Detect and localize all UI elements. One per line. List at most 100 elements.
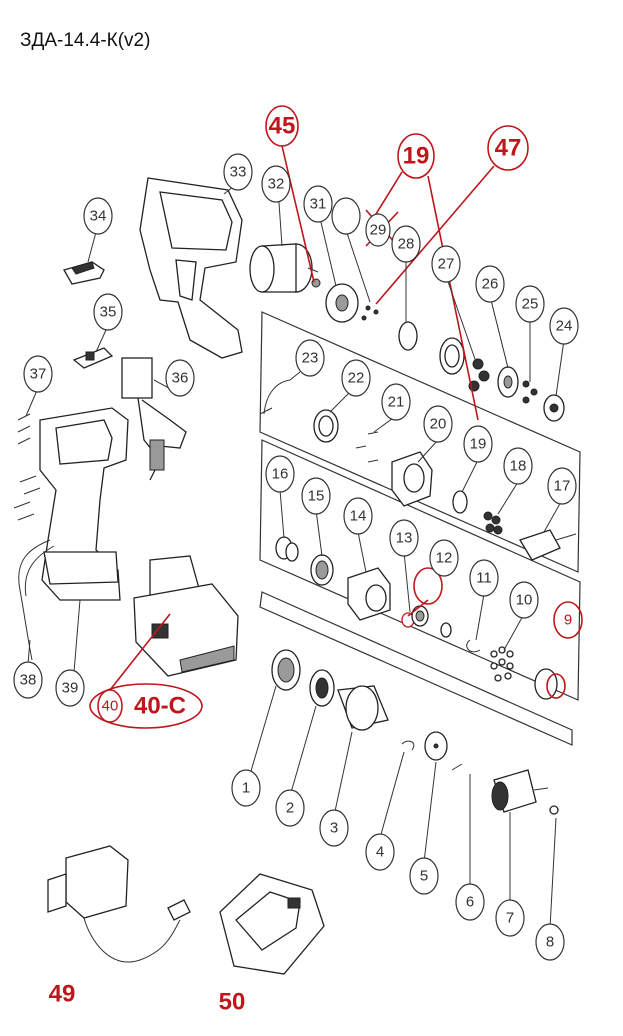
callout-23: 23 (302, 350, 319, 367)
motor-plate-drawing (325, 283, 359, 323)
callout-26: 26 (482, 276, 499, 293)
callout-21: 21 (388, 394, 405, 411)
motor-drawing (249, 243, 319, 293)
callout-20-bubble (423, 405, 453, 443)
callout-22: 22 (348, 370, 365, 387)
screws-drawing (13, 413, 41, 521)
spindle-drawing (519, 529, 577, 561)
page-title: ЗДА-14.4-К(v2) (20, 30, 151, 51)
callout-29-struck: 29 (370, 222, 387, 239)
chuck-screw-drawing (549, 805, 559, 815)
callout-31: 31 (310, 196, 327, 213)
spacer-ring-drawing (452, 490, 468, 514)
callout-38: 38 (20, 672, 37, 689)
callout-8-bubble (535, 923, 565, 961)
callout-14: 14 (350, 508, 367, 525)
callout-11: 11 (476, 570, 492, 587)
red-label-50: 50 (219, 989, 246, 1016)
callout-37: 37 (30, 366, 47, 383)
washer-drawing (398, 321, 418, 351)
callout-31-bubble (303, 185, 333, 223)
callout-28-bubble (391, 225, 421, 263)
switch-module-drawing (121, 357, 187, 481)
callout-17: 17 (554, 478, 571, 495)
callout-25: 25 (522, 296, 539, 313)
callout-34-bubble (83, 197, 113, 235)
callout-18: 18 (510, 458, 527, 475)
sun-gear-drawing (543, 394, 565, 422)
spring-ring-drawing (309, 669, 335, 707)
callout-28: 28 (398, 236, 415, 253)
callout-13: 13 (396, 530, 413, 547)
sleeve-drawing (275, 536, 299, 562)
ball-set-drawing (490, 646, 514, 682)
callout-22-bubble (341, 359, 371, 397)
callout-38-bubble (13, 661, 43, 699)
needle-rollers-drawing (483, 511, 503, 535)
callout-39-bubble (55, 669, 85, 707)
callout-35: 35 (100, 304, 117, 321)
callout-26-bubble (475, 265, 505, 303)
callout-5-bubble (409, 857, 439, 895)
bearing-drawing (411, 605, 429, 627)
callout-10: 10 (516, 592, 533, 609)
callout-36: 36 (172, 370, 189, 387)
wire-drawing (18, 539, 55, 661)
callout-13-bubble (389, 519, 419, 557)
callout-29-bubble (365, 213, 391, 247)
chuck-drawing (491, 769, 549, 813)
switch-clip-drawing (63, 261, 105, 285)
screw-drawing (451, 763, 463, 771)
red-label-9: 9 (564, 612, 572, 629)
adjusting-collar-drawing (337, 685, 389, 731)
callout-3-bubble (319, 809, 349, 847)
washer-small-drawing (440, 622, 452, 638)
gear-ring-drawing (310, 554, 334, 586)
callout-33: 33 (230, 164, 247, 181)
charging-dock-drawing (219, 873, 325, 975)
callout-2: 2 (286, 800, 294, 817)
carrier-drawing (497, 366, 519, 398)
pins-drawing (361, 305, 379, 321)
red-label-19: 19 (403, 143, 430, 170)
callout-12: 12 (436, 550, 453, 567)
disc-drawing (424, 731, 448, 761)
drill-body-drawing (39, 407, 129, 601)
spring-clip-drawing (401, 740, 415, 751)
callout-27-bubble (431, 245, 461, 283)
callout-21-bubble (381, 383, 411, 421)
callout-5: 5 (420, 868, 428, 885)
callout-19-bubble (463, 425, 493, 463)
planet-gears-drawing (468, 358, 490, 392)
callout-6-bubble (455, 883, 485, 921)
assembly-plates (259, 311, 581, 746)
callout-15: 15 (308, 488, 325, 505)
callout-20: 20 (430, 416, 447, 433)
callout-24: 24 (556, 318, 573, 335)
callout-8: 8 (546, 934, 554, 951)
red-label-45: 45 (269, 113, 296, 140)
callout-6: 6 (466, 894, 474, 911)
callout-14-bubble (343, 497, 373, 535)
red-annotations (89, 105, 583, 729)
callout-23-bubble (295, 339, 325, 377)
callout-24-bubble (549, 307, 579, 345)
callout-2-bubble (275, 789, 305, 827)
clutch-ring-drawing (271, 649, 301, 691)
small-screws-drawing (355, 431, 379, 463)
callout-12-bubble (429, 539, 459, 577)
callout-32: 32 (268, 176, 285, 193)
callout-1: 1 (242, 780, 250, 797)
callout-36-bubble (165, 359, 195, 397)
callout-16-bubble (265, 455, 295, 493)
battery-drawing (133, 555, 239, 677)
callout-15-bubble (301, 477, 331, 515)
spring-drawing (259, 379, 291, 415)
charger-adapter-drawing (47, 845, 191, 963)
callout-19: 19 (470, 436, 487, 453)
callout-bubbles: 1 2 3 4 5 6 7 8 10 11 12 13 14 15 16 17 … (13, 153, 579, 961)
clutch-body-drawing (347, 567, 391, 621)
connector-drawing (72, 347, 114, 369)
callout-27: 27 (438, 256, 455, 273)
